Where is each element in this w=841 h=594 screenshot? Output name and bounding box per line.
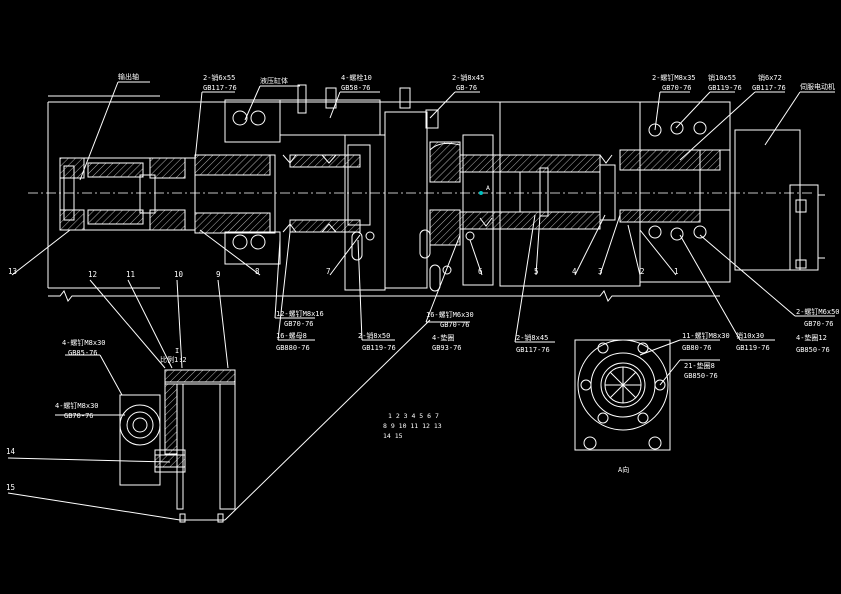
- item-9: 9: [216, 270, 221, 279]
- label-pin-6x55-std: GB117-76: [203, 84, 237, 92]
- label-screw-m8x16: 12-螺钉M8x16: [276, 309, 324, 318]
- item-2: 2: [640, 267, 645, 276]
- label-pin-6x72: 销6x72: [758, 73, 782, 82]
- label-washer-12: 4-垫圈12: [796, 333, 827, 342]
- label-pin-8x50: 2-销8x50: [358, 331, 390, 340]
- label-screw-m6x50-std: GB70-76: [804, 320, 834, 328]
- item-7: 7: [326, 267, 331, 276]
- label-washer: 4-垫圈: [432, 333, 454, 342]
- label-screw-m8x35-std: GB70-76: [662, 84, 692, 92]
- label-pin-8x45: 2-销8x45: [452, 73, 484, 82]
- label-pin-10x30-std: GB119-76: [736, 344, 770, 352]
- label-pin-8x50-std: GB119-76: [362, 344, 396, 352]
- item-6: 6: [478, 267, 483, 276]
- item-11: 11: [126, 270, 135, 279]
- item-15: 15: [6, 483, 15, 492]
- item-4: 4: [572, 267, 577, 276]
- a-direction-view: A向 11-螺钉M8x30 GB80-76 21-垫圈8 GB850-76: [574, 331, 730, 474]
- item-3: 3: [598, 267, 603, 276]
- label-screw-m6x50: 2-螺钉M6x50: [796, 307, 840, 316]
- item-index: 1 2 3 4 5 6 7 8 9 10 11 12 13 14 15: [383, 412, 442, 440]
- label-pin-8x45-b: 2-销8x45: [516, 333, 548, 342]
- main-section-view: A: [28, 84, 825, 302]
- item-14: 14: [6, 447, 16, 456]
- label-pin-6x55: 2-销6x55: [203, 73, 235, 82]
- label-pin-10x55: 销10x55: [708, 73, 736, 82]
- label-pin-10x55-std: GB119-76: [708, 84, 742, 92]
- label-bolt-10-std: GB58-76: [341, 84, 371, 92]
- label-a-screw-std: GB80-76: [682, 344, 712, 352]
- detail-marker: I: [175, 347, 179, 355]
- detail-scale: 比例1:2: [160, 355, 187, 364]
- item-numbers: 1 2 3 4 5 6 7 8 9 10 11 12 13: [8, 214, 679, 369]
- label-screw-m8x35: 2-螺钉M8x35: [652, 73, 696, 82]
- label-washer-std: GB93-76: [432, 344, 462, 352]
- item-5: 5: [534, 267, 539, 276]
- index-row-1: 1 2 3 4 5 6 7: [388, 412, 439, 420]
- index-row-2: 8 9 10 11 12 13: [383, 422, 442, 430]
- label-screw-m6x30-std: GB70-76: [440, 321, 470, 329]
- label-nut-8-std: GB880-76: [276, 344, 310, 352]
- label-a-washer: 21-垫圈8: [684, 361, 715, 370]
- view-label-a: A向: [618, 465, 629, 474]
- label-screw-m8x16-std: GB70-76: [284, 320, 314, 328]
- item-12: 12: [88, 270, 97, 279]
- label-nut-8: 16-螺母8: [276, 331, 307, 340]
- label-det-screw-a: 4-螺钉M8x30: [62, 338, 106, 347]
- label-servo-motor: 伺服电动机: [800, 82, 835, 91]
- section-mark-a: A: [486, 184, 490, 192]
- label-bolt-10: 4-螺栓10: [341, 73, 372, 82]
- item-13: 13: [8, 267, 17, 276]
- item-1: 1: [674, 267, 679, 276]
- bottom-callouts: 12-螺钉M8x16 GB70-76 16-螺母8 GB880-76 2-销8x…: [274, 214, 840, 354]
- item-10: 10: [174, 270, 184, 279]
- label-a-screw: 11-螺钉M8x30: [682, 331, 730, 340]
- label-pin-8x45-b-std: GB117-76: [516, 346, 550, 354]
- label-pin-6x72-std: GB117-76: [752, 84, 786, 92]
- label-screw-m6x30: 16-螺钉M6x30: [426, 310, 474, 319]
- label-pin-10x30: 销10x30: [736, 331, 764, 340]
- label-det-screw-b-std: GB70-76: [64, 412, 94, 420]
- label-hydraulic-cylinder: 液压缸体: [260, 76, 288, 85]
- label-pin-8x45-std: GB-76: [456, 84, 477, 92]
- label-det-screw-b: 4-螺钉M8x30: [55, 401, 99, 410]
- item-8: 8: [255, 267, 260, 276]
- label-washer-12-std: GB850-76: [796, 346, 830, 354]
- label-output-shaft: 输出轴: [118, 72, 139, 81]
- top-callouts: 输出轴 2-销6x55 GB117-76 液压缸体 4-螺栓10 GB58-76…: [79, 72, 835, 181]
- index-row-3: 14 15: [383, 432, 403, 440]
- label-det-screw-a-std: GB85-76: [68, 349, 98, 357]
- detail-view-i: 比例1:2 I 4-螺钉M8x30 GB85-76 4-螺钉M8x30 GB70…: [6, 319, 431, 523]
- label-a-washer-std: GB850-76: [684, 372, 718, 380]
